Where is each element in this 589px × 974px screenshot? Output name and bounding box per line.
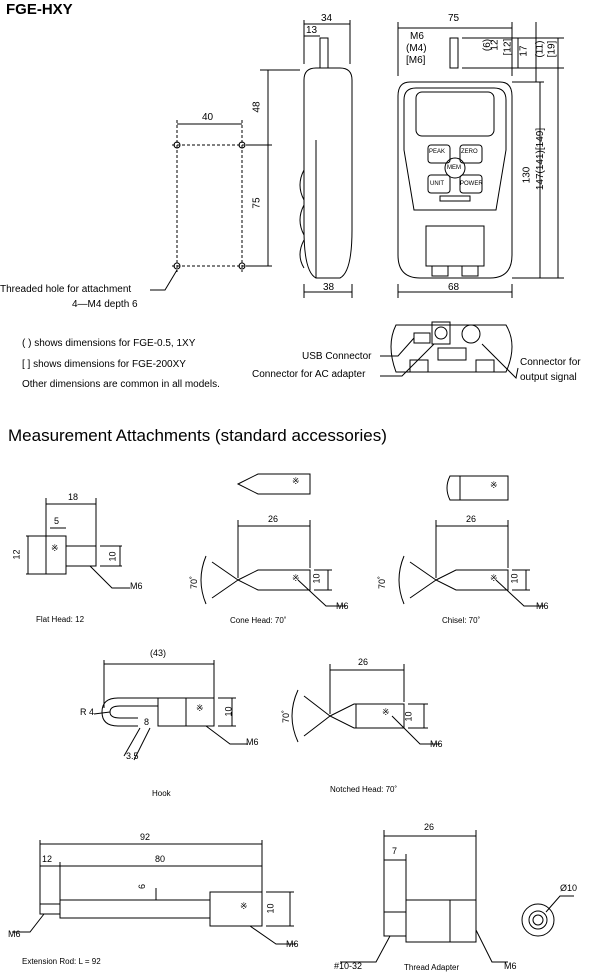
chisel-drawing: [398, 475, 544, 607]
output-signal-label-2: output signal: [520, 372, 577, 383]
adapter-dim-26: 26: [424, 822, 435, 832]
dim-130: 130: [521, 166, 533, 184]
dim-147: 147(141)[149]: [535, 127, 547, 191]
hook-dim-35: 3.5: [126, 751, 139, 761]
adapter-thread: #10-32: [334, 961, 363, 971]
asterisk-mark: ※: [382, 707, 390, 717]
extension-rod-drawing: [12, 840, 296, 945]
rod-dim-92: 92: [140, 832, 151, 842]
flat-dim-10: 10: [107, 551, 118, 562]
threaded-hole-spec: 4—M4 depth 6: [72, 299, 138, 310]
note-bracket: [ ] shows dimensions for FGE-200XY: [22, 359, 186, 370]
side-view: [299, 20, 353, 298]
notched-caption: Notched Head: 70˚: [330, 785, 398, 794]
adapter-m6: M6: [504, 961, 517, 971]
thread-m6-bracket: [M6]: [406, 55, 426, 66]
hook-drawing: [93, 660, 248, 761]
rod-caption: Extension Rod: L = 92: [22, 957, 101, 966]
notched-m6: M6: [430, 739, 443, 749]
dim-11: (11): [534, 40, 546, 58]
rod-m6-right: M6: [286, 939, 299, 949]
cone-m6: M6: [336, 601, 349, 611]
dim-75: 75: [448, 13, 460, 24]
cone-head-drawing: [200, 473, 346, 607]
notched-dim-10: 10: [403, 711, 414, 722]
dim-12-bracket: [12]: [502, 38, 514, 56]
peak-button: PEAK: [429, 149, 446, 155]
hook-dim-10: 10: [223, 706, 234, 717]
rod-dim-6: 6: [137, 883, 148, 890]
cone-caption: Cone Head: 70˚: [230, 616, 287, 625]
threaded-hole-label: Threaded hole for attachment: [0, 284, 132, 295]
thread-adapter-drawing: [340, 830, 574, 963]
model-title: FGE-HXY: [6, 1, 73, 18]
dim-38: 38: [323, 282, 335, 293]
dim-17: 17: [518, 45, 530, 57]
note-common: Other dimensions are common in all model…: [22, 379, 220, 390]
asterisk-mark: ※: [292, 476, 300, 486]
section-title: Measurement Attachments (standard access…: [8, 426, 387, 445]
asterisk-mark: ※: [292, 573, 300, 583]
flat-dim-5: 5: [54, 516, 60, 526]
asterisk-mark: ※: [240, 901, 248, 911]
zero-button: ZERO: [461, 149, 478, 155]
hook-dim-8: 8: [144, 717, 150, 727]
rod-dim-12: 12: [42, 854, 53, 864]
cone-dim-10: 10: [311, 573, 322, 584]
chisel-caption: Chisel: 70˚: [442, 616, 481, 625]
ac-adapter-label: Connector for AC adapter: [252, 369, 366, 380]
chisel-m6: M6: [536, 601, 549, 611]
hook-caption: Hook: [152, 789, 171, 798]
chisel-dim-10: 10: [509, 573, 520, 584]
notched-angle: 70˚: [281, 709, 292, 724]
flat-dim-12: 12: [11, 549, 22, 560]
rod-dim-10: 10: [265, 903, 276, 914]
chisel-dim-26: 26: [466, 514, 477, 524]
hook-r4: R 4: [80, 707, 95, 717]
dim-12: 12: [489, 39, 501, 51]
asterisk-mark: ※: [196, 703, 204, 713]
hook-m6: M6: [246, 737, 259, 747]
dim-68: 68: [448, 282, 460, 293]
adapter-caption: Thread Adapter: [404, 963, 460, 972]
rod-m6-left: M6: [8, 929, 21, 939]
usb-connector-label: USB Connector: [302, 351, 372, 362]
flat-caption: Flat Head: 12: [36, 615, 85, 624]
note-paren: ( ) shows dimensions for FGE-0.5, 1XY: [22, 338, 196, 349]
front-view: [397, 22, 564, 298]
asterisk-mark: ※: [490, 573, 498, 583]
dim-34: 34: [321, 13, 333, 24]
output-signal-label-1: Connector for: [520, 357, 581, 368]
dim-40: 40: [202, 112, 214, 123]
power-button: POWER: [460, 181, 483, 187]
mem-button: MEM: [447, 165, 461, 171]
thread-m4: (M4): [406, 43, 427, 54]
dim-13: 13: [306, 25, 318, 36]
thread-m6: M6: [410, 31, 424, 42]
chisel-angle: 70˚: [377, 575, 388, 590]
cone-angle: 70˚: [189, 575, 200, 590]
rod-dim-80: 80: [155, 854, 166, 864]
adapter-dim-7: 7: [392, 846, 398, 856]
asterisk-mark: ※: [51, 543, 59, 553]
notched-dim-26: 26: [358, 657, 369, 667]
flat-dim-18: 18: [68, 492, 79, 502]
unit-button: UNIT: [430, 181, 444, 187]
hole-pattern: [150, 69, 300, 291]
flat-m6: M6: [130, 581, 143, 591]
cone-dim-26: 26: [268, 514, 279, 524]
bottom-view: [380, 321, 519, 380]
asterisk-mark: ※: [490, 480, 498, 490]
dim-19: [19]: [546, 40, 558, 58]
adapter-dim-phi10: Ø10: [560, 883, 578, 893]
notched-head-drawing: [291, 664, 440, 745]
flat-head-drawing: [26, 498, 130, 589]
hook-dim-43: (43): [150, 648, 167, 658]
dim-75-vertical: 75: [251, 197, 263, 209]
dim-48: 48: [251, 101, 263, 113]
